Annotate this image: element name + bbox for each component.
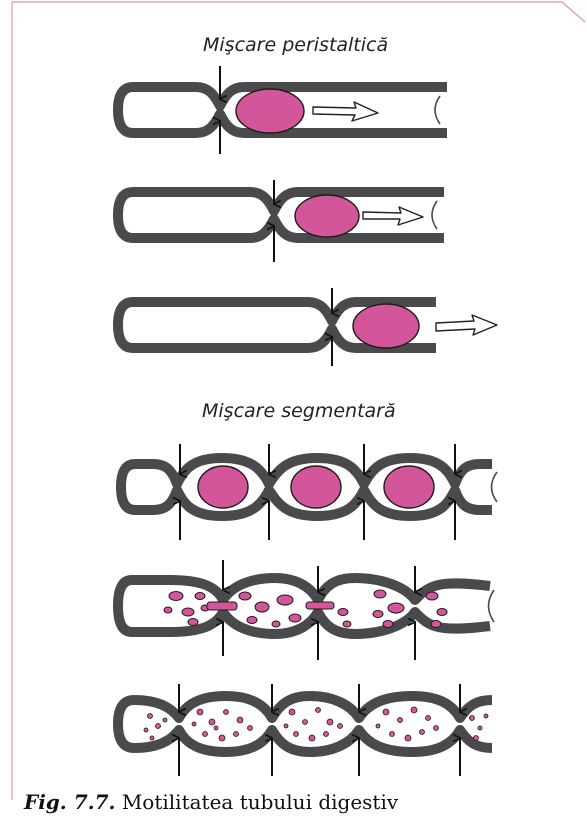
bolus [291,466,341,508]
direction-arrow [436,315,497,335]
food-particles [144,707,488,741]
figure-caption: Fig. 7.7. Motilitatea tubului digestiv [24,790,398,814]
figure-number: Fig. 7.7. [24,790,115,814]
bolus [198,466,248,508]
bolus [295,195,359,237]
bolus [384,466,434,508]
direction-arrow [313,102,378,121]
bolus [353,304,419,348]
bolus [236,89,304,133]
direction-arrow [363,207,423,225]
figure-caption-text: Motilitatea tubului digestiv [115,790,398,814]
